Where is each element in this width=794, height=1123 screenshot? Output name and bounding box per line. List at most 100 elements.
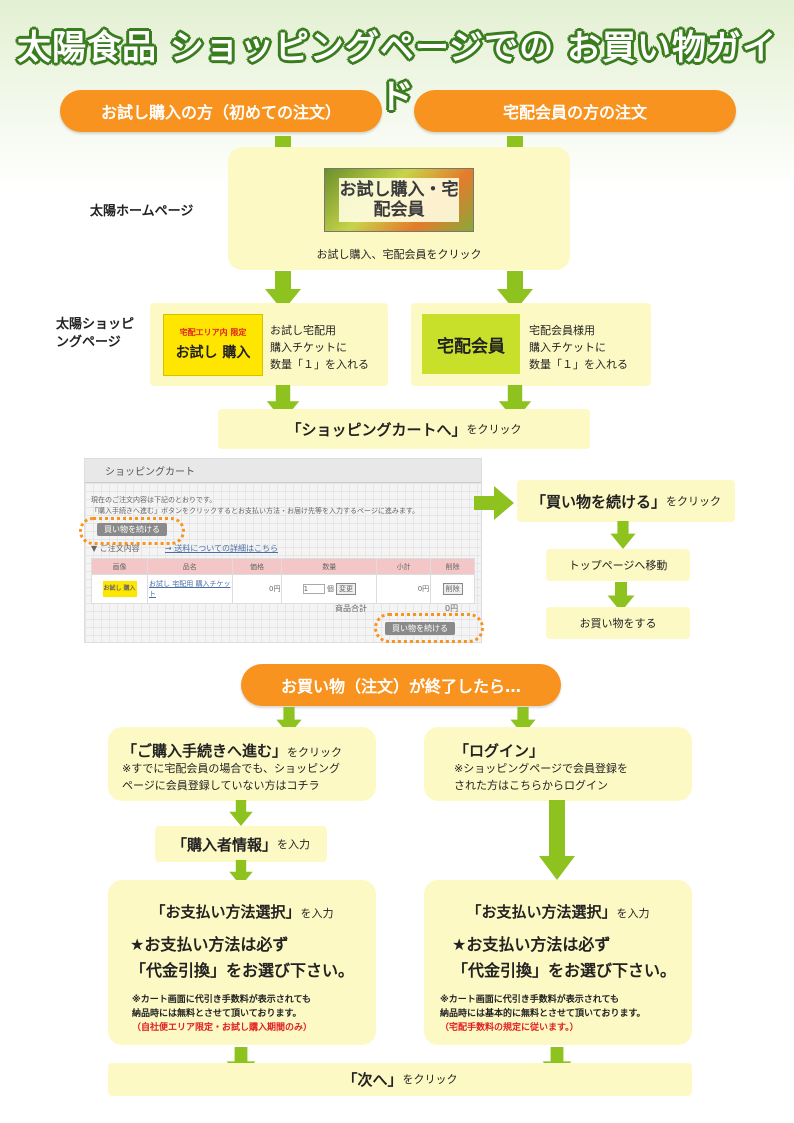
login-note: ※ショッピングページで会員登録を された方はこちらからログイン <box>454 760 628 794</box>
total-label: 商品合計 <box>335 604 367 613</box>
item-subtotal: 0円 <box>376 574 432 604</box>
proceed-box <box>108 727 376 801</box>
pay-left-note2: 納品時には無料とさせて頂いております。 <box>132 1009 302 1019</box>
member-line1: 宅配会員様用 <box>529 324 595 337</box>
delete-button[interactable]: 削除 <box>442 583 463 595</box>
cart-header: ショッピングカート <box>85 459 481 483</box>
long-arrow-down-icon <box>539 800 575 884</box>
proceed-heading: 「ご購入手続きへ進む」をクリック <box>122 740 342 761</box>
arrow-down-icon <box>497 271 533 311</box>
arrow-down-icon <box>223 860 259 900</box>
qty-unit: 個 <box>326 585 334 593</box>
cart-intro-2: 「購入手続きへ進む」ボタンをクリックするとお支払い方法・お届け先等を入力するペー… <box>91 507 420 515</box>
payment-left-box <box>108 880 376 1045</box>
shop-box: お買い物をする <box>546 607 690 639</box>
arrow-down-icon <box>265 385 301 425</box>
member-line3: 数量「１」を入れる <box>529 358 628 371</box>
member-badge[interactable]: 宅配会員 <box>422 314 520 374</box>
cart-table: 画像 品名 価格 数量 小計 削除 お試し 購入 お試し 宅配用 購入チケット … <box>90 558 475 604</box>
arrow-down-icon <box>497 385 533 425</box>
buyer-info-box: 「購入者情報」を入力 <box>155 826 327 862</box>
pay-right-head-rest: を入力 <box>616 907 650 920</box>
trial-purchase-badge[interactable]: 宅配エリア内 限定 お試し 購入 <box>163 314 263 376</box>
arrow-down-icon <box>603 582 639 616</box>
pay-left-note3: （自社便エリア限定・お試し購入期間のみ） <box>132 1023 313 1033</box>
pay-right-note3: （宅配手数料の規定に従います。） <box>440 1023 579 1033</box>
move-top-box: トップページへ移動 <box>546 549 690 581</box>
trial-line1: お試し宅配用 <box>270 324 336 337</box>
item-name-link[interactable]: お試し 宅配用 購入チケット <box>147 574 233 604</box>
login-heading: 「ログイン」 <box>454 740 544 761</box>
arrow-down-icon <box>271 707 307 747</box>
member-instructions: 宅配会員様用 購入チケットに 数量「１」を入れる <box>529 322 628 373</box>
continue-step-rest: をクリック <box>666 494 721 508</box>
continue-shopping-button-2[interactable]: 買い物を続ける <box>385 622 455 635</box>
pay-left-note1: ※カート画面に代引き手数料が表示されても <box>132 995 312 1005</box>
after-order-pill: お買い物（注文）が終了したら… <box>241 664 561 706</box>
trial-badge-big: お試し 購入 <box>175 345 251 361</box>
pay-right-star1: ★お支払い方法は必ず <box>452 935 611 954</box>
trial-instructions: お試し宅配用 購入チケットに 数量「１」を入れる <box>270 322 369 373</box>
payment-left-heading: 「お支払い方法選択」を入力 <box>108 901 376 922</box>
login-box <box>424 727 692 801</box>
col-name: 品名 <box>147 558 233 575</box>
payment-right-star: ★お支払い方法は必ず 「代金引換」をお選び下さい。 <box>452 932 676 984</box>
pay-left-head-rest: を入力 <box>300 907 334 920</box>
continue-shopping-button[interactable]: 買い物を続ける <box>97 523 167 536</box>
shopping-page-label: 太陽ショッピングページ <box>56 317 135 350</box>
next-rest: をクリック <box>402 1073 458 1086</box>
buyer-rest: を入力 <box>277 837 310 851</box>
cart-intro-1: 現在のご注文内容は下記のとおりです。 <box>91 496 217 504</box>
item-thumb: お試し 購入 <box>102 581 137 597</box>
next-step-box: 「次へ」をクリック <box>108 1063 692 1096</box>
arrow-down-icon <box>605 521 641 553</box>
change-button[interactable]: 変更 <box>336 583 357 595</box>
member-order-pill: 宅配会員の方の注文 <box>414 90 736 132</box>
proceed-note-2: ページに会員登録していない方はコチラ <box>122 779 320 792</box>
pay-right-head-bold: 「お支払い方法選択」 <box>466 903 617 921</box>
next-bold: 「次へ」 <box>342 1071 403 1089</box>
payment-left-star: ★お支払い方法は必ず 「代金引換」をお選び下さい。 <box>130 932 354 984</box>
arrow-right-icon <box>474 486 514 524</box>
arrow-down-icon <box>265 271 301 311</box>
proceed-bold: 「ご購入手続きへ進む」 <box>122 742 288 760</box>
page-title: 太陽食品 ショッピングページでの お買い物ガイド <box>17 28 777 117</box>
table-row: お試し 購入 お試し 宅配用 購入チケット 0円 1 個 変更 0円 削除 <box>90 574 475 604</box>
continue-step-box: 「買い物を続ける」をクリック <box>517 480 735 522</box>
col-delete: 削除 <box>430 558 475 575</box>
cart-step-box: 「ショッピングカートへ」をクリック <box>218 409 590 449</box>
member-line2: 購入チケットに <box>529 341 606 354</box>
cart-step-bold: 「ショッピングカートへ」 <box>286 420 467 439</box>
login-note-2: された方はこちらからログイン <box>454 779 608 792</box>
payment-right-box <box>424 880 692 1045</box>
pay-right-note1: ※カート画面に代引き手数料が表示されても <box>440 995 620 1005</box>
highlight-circle <box>374 613 484 643</box>
pay-left-star1: ★お支払い方法は必ず <box>130 935 289 954</box>
pay-right-star2: 「代金引換」をお選び下さい。 <box>452 961 677 980</box>
buyer-bold: 「購入者情報」 <box>171 835 277 854</box>
trial-member-banner[interactable]: お試し購入・宅配会員 <box>324 168 474 232</box>
cart-screenshot: ショッピングカート 現在のご注文内容は下記のとおりです。 「購入手続きへ進む」ボ… <box>84 458 482 643</box>
pay-right-note2: 納品時には基本的に無料とさせて頂いております。 <box>440 1009 646 1019</box>
payment-right-heading: 「お支払い方法選択」を入力 <box>424 901 692 922</box>
cart-intro: 現在のご注文内容は下記のとおりです。 「購入手続きへ進む」ボタンをクリックすると… <box>91 495 475 517</box>
arrow-down-icon <box>223 800 259 840</box>
proceed-note-1: ※すでに宅配会員の場合でも、ショッピング <box>122 762 340 775</box>
col-qty: 数量 <box>281 558 378 575</box>
cart-step-rest: をクリック <box>466 422 522 436</box>
payment-right-note: ※カート画面に代引き手数料が表示されても 納品時には基本的に無料とさせて頂いてお… <box>440 993 646 1035</box>
trial-badge-small: 宅配エリア内 限定 <box>179 328 247 337</box>
trial-line2: 購入チケットに <box>270 341 347 354</box>
trial-order-pill: お試し購入の方（初めての注文） <box>60 90 382 132</box>
pay-left-star2: 「代金引換」をお選び下さい。 <box>130 961 355 980</box>
trial-line3: 数量「１」を入れる <box>270 358 369 371</box>
col-image: 画像 <box>90 558 149 575</box>
continue-step-bold: 「買い物を続ける」 <box>530 492 666 511</box>
col-price: 価格 <box>231 558 283 575</box>
highlight-circle <box>79 517 185 545</box>
arrow-down-icon <box>505 707 541 747</box>
shipping-details-link[interactable]: → 送料についての詳細はこちら <box>165 544 279 553</box>
order-contents-label: ▼ ご注文内容 <box>91 544 140 553</box>
banner-text: お試し購入・宅配会員 <box>339 178 459 222</box>
qty-input[interactable]: 1 <box>302 584 325 594</box>
